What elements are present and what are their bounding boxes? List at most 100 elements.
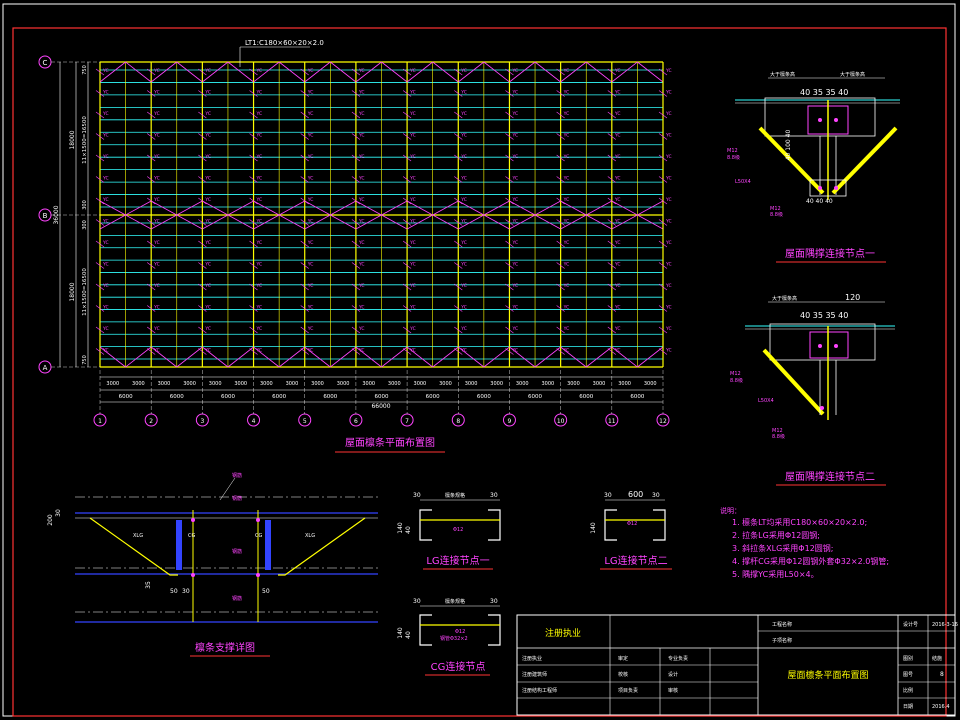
yc-label: YC [358, 68, 365, 74]
axis-b-label: B [43, 212, 48, 220]
yc-brace [249, 154, 258, 162]
yc-label: YC [256, 90, 263, 96]
yc-brace [402, 176, 412, 183]
axis-c-label: C [43, 59, 48, 67]
yc-brace [658, 262, 668, 269]
diagonal-brace [278, 214, 305, 230]
yc-brace [351, 90, 361, 97]
note-4: 4. 撑杆CG采用Φ12圆钢外套Φ32×2.0钢管; [732, 556, 889, 566]
yc-label: YC [511, 154, 518, 160]
yc-brace [300, 219, 309, 226]
yc-brace [198, 68, 207, 76]
yc-label: YC [204, 305, 211, 311]
yc-brace [402, 283, 412, 291]
yc-brace [402, 305, 412, 312]
axis-col-label: 11 [608, 418, 616, 425]
dim-bay: 6000 [579, 394, 593, 400]
diagonal-brace [355, 61, 382, 83]
yc-label: YC [511, 348, 518, 354]
yc-label: YC [256, 240, 263, 246]
yc-label: YC [358, 197, 365, 203]
brace-label-1: 钢筋 [232, 472, 242, 479]
yc-label: YC [460, 90, 467, 96]
yc-label: YC [511, 240, 518, 246]
yc-label: YC [460, 326, 467, 332]
cg-d1: 30 [413, 598, 421, 605]
node1-bottom-dims: 40 40 40 [806, 198, 833, 205]
yc-brace [658, 305, 668, 312]
diagonal-brace [406, 214, 433, 230]
yc-label: YC [102, 283, 109, 289]
yc-brace [198, 197, 207, 205]
diagonal-brace [150, 346, 178, 368]
yc-label: YC [307, 283, 314, 289]
yc-brace [249, 240, 258, 248]
yc-label: YC [511, 68, 518, 74]
yc-label: YC [358, 111, 365, 117]
yc-brace [351, 262, 361, 269]
dim-bay: 6000 [272, 394, 286, 400]
yc-label: YC [409, 154, 416, 160]
node1-top-left: 大于檩条高 [770, 71, 795, 78]
yc-label: YC [614, 68, 621, 74]
yc-brace [351, 240, 361, 248]
axis-col-label: 9 [508, 418, 512, 425]
yc-label: YC [563, 154, 570, 160]
yc-brace [198, 154, 207, 162]
yc-label: YC [665, 111, 672, 117]
axis-col-label: 5 [303, 418, 307, 425]
diagonal-brace [99, 200, 126, 216]
diagonal-brace [406, 346, 433, 368]
yc-brace [454, 197, 463, 205]
yc-brace [95, 326, 105, 334]
yc-label: YC [511, 326, 518, 332]
yc-label: YC [358, 240, 365, 246]
diagonal-brace [150, 200, 177, 216]
yc-label: YC [307, 111, 314, 117]
dim-small-4: 750 [82, 355, 88, 365]
yc-label: YC [563, 326, 570, 332]
yc-label: YC [307, 197, 314, 203]
diagonal-brace [483, 346, 510, 368]
yc-label: YC [307, 240, 314, 246]
dim-lower-height: 18000 [69, 282, 76, 301]
yc-brace [198, 305, 207, 312]
diagonal-brace [560, 61, 587, 83]
yc-label: YC [204, 68, 211, 74]
yc-label: YC [563, 283, 570, 289]
dim-half-bay: 3000 [644, 381, 657, 387]
node2-grade-bottom: 8.8级 [772, 433, 785, 440]
dim-bay: 6000 [630, 394, 644, 400]
lg1-bolt: Φ12 [453, 527, 463, 533]
yc-label: YC [665, 68, 672, 74]
yc-label: YC [409, 283, 416, 289]
diagonal-brace [253, 200, 280, 216]
yc-brace [505, 197, 514, 205]
yc-brace [556, 197, 565, 205]
yc-label: YC [256, 262, 263, 268]
lg2-side: 140 [590, 522, 597, 534]
yc-label: YC [153, 68, 160, 74]
diagonal-brace [253, 61, 280, 83]
cg-pipe: 钢管Φ32×2 [440, 635, 468, 642]
yc-brace [147, 219, 156, 226]
dim-half-bay: 3000 [260, 381, 273, 387]
diagonal-brace [227, 346, 254, 368]
yc-label: YC [665, 154, 672, 160]
yc-brace [454, 111, 463, 119]
diagonal-brace [458, 61, 485, 83]
yc-label: YC [614, 111, 621, 117]
yc-brace [505, 283, 514, 291]
dim-half-bay: 3000 [516, 381, 529, 387]
yc-brace [658, 68, 668, 76]
yc-brace [658, 197, 668, 205]
diagonal-brace [432, 214, 459, 230]
diagonal-brace [534, 61, 561, 83]
diagonal-brace [381, 61, 408, 83]
yc-label: YC [153, 176, 160, 182]
yc-brace [351, 111, 361, 119]
yc-label: YC [511, 111, 518, 117]
diagonal-brace [330, 214, 357, 230]
yc-brace [505, 111, 514, 119]
